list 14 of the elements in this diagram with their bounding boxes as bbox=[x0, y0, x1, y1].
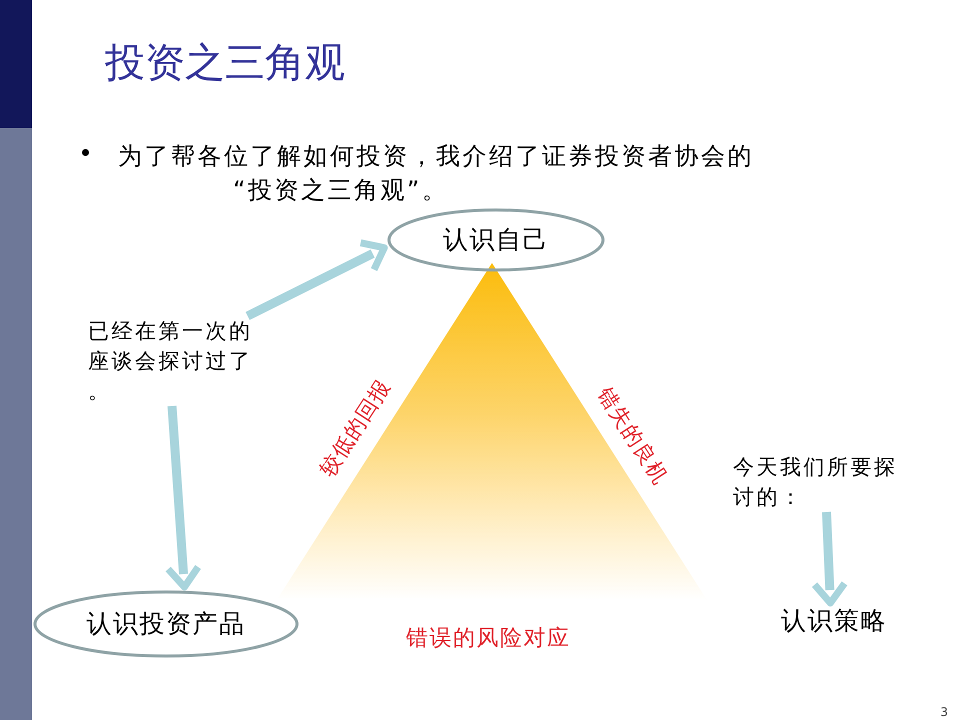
note-text: 今天我们所要探讨的： bbox=[733, 452, 903, 512]
page-number: 3 bbox=[940, 705, 948, 719]
ellipse-node: 认识自己 bbox=[387, 208, 605, 272]
topic-text: 认识策略 bbox=[781, 606, 891, 636]
ellipse-node: 认识投资产品 bbox=[33, 590, 299, 658]
note-text: 已经在第一次的座谈会探讨过了。 bbox=[88, 316, 256, 406]
slide-title: 投资之三角观 bbox=[105, 39, 345, 88]
bullet-text: 为了帮各位了解如何投资，我介绍了证券投资者协会的“投资之三角观”。 bbox=[118, 141, 755, 206]
side-label: 较低的回报 bbox=[314, 375, 396, 481]
arrow bbox=[811, 512, 848, 606]
arrow bbox=[164, 406, 202, 590]
base-label: 错误的风险对应 bbox=[406, 626, 570, 652]
arrow bbox=[246, 239, 390, 320]
side-label: 错失的良机 bbox=[592, 383, 674, 489]
